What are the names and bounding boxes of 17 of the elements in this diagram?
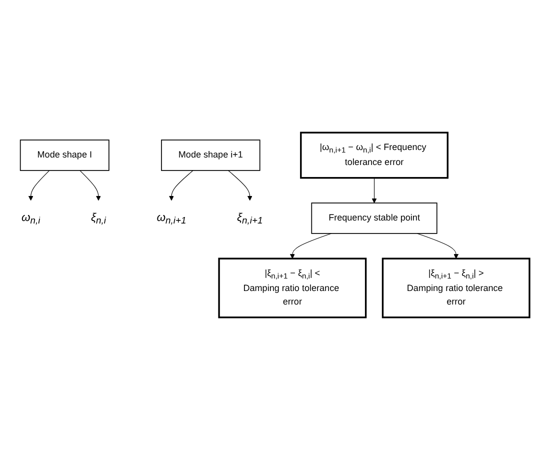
arrow xyxy=(168,170,194,201)
arrow xyxy=(372,178,377,204)
node-box: Mode shape i+1 xyxy=(161,140,260,171)
arrow xyxy=(290,233,332,259)
arrow xyxy=(228,170,252,201)
node-text: ω$_{n,i}$ xyxy=(21,211,40,226)
node-text: ξ$_{n,i+1}$ xyxy=(236,211,263,226)
node-box: |ξ$_{n,i+1}$ − ξ$_{n,i}$| < Damping ratio tolerance error xyxy=(218,258,367,318)
arrow xyxy=(28,170,50,201)
node-text: ω$_{n,i+1}$ xyxy=(156,211,186,226)
node-box: Mode shape I xyxy=(20,140,110,171)
arrow xyxy=(80,170,101,201)
arrow xyxy=(416,233,459,259)
node-box: |ω$_{n,i+1}$ − ω$_{n,i}$| < Frequency tolerance error xyxy=(300,132,448,179)
node-box: Frequency stable point xyxy=(311,202,438,234)
node-text: ξ$_{n,i}$ xyxy=(90,211,106,226)
node-box: |ξ$_{n,i+1}$ − ξ$_{n,i}$| > Damping ratio tolerance error xyxy=(382,258,530,318)
